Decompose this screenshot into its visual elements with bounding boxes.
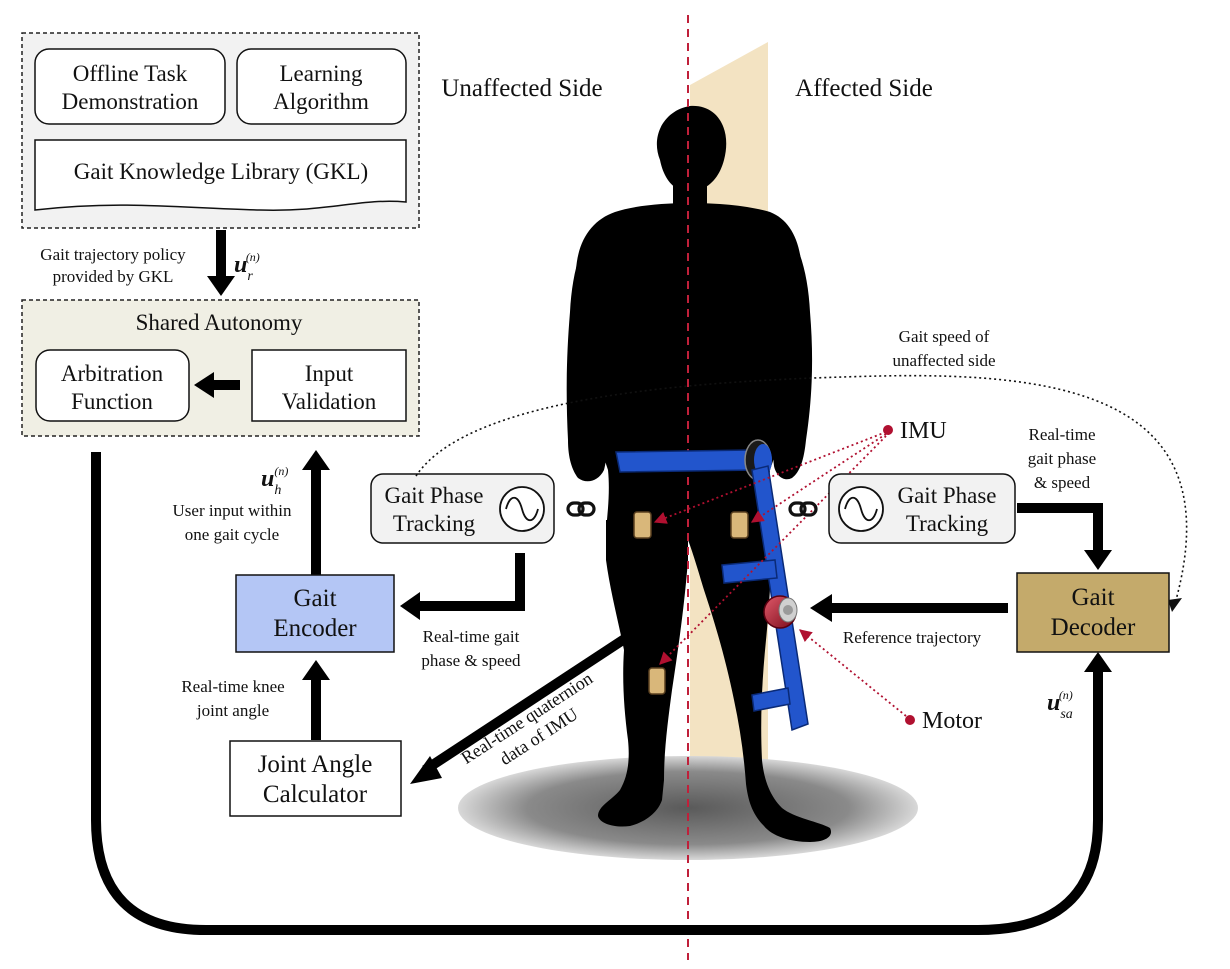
left-tracker-to-encoder-line: [420, 553, 525, 611]
speed-unaffected-line1: Gait speed of: [899, 327, 990, 346]
learning-algorithm-box: [236, 48, 407, 125]
knee-label-line2: joint angle: [196, 701, 269, 720]
imu-pointer-shank: [659, 435, 887, 665]
gait-decoder-box: [1016, 572, 1170, 653]
gkl-library-label: Gait Knowledge Library (GKL): [74, 159, 368, 184]
input-validation-line1: Input: [305, 361, 354, 386]
autonomy-to-decoder-head: [1084, 652, 1112, 672]
imu-pointer-left: [653, 431, 887, 524]
right-tracker-to-decoder-line: [1017, 503, 1103, 552]
right-link-icon: [788, 501, 818, 517]
policy-label-line1: Gait trajectory policy: [40, 245, 186, 264]
gait-decoder-line1: Gait: [1071, 584, 1114, 611]
imu-left-thigh: [633, 511, 652, 539]
gkl-library-box: [34, 139, 407, 211]
imu-right-thigh: [730, 511, 749, 539]
user-input-line2: one gait cycle: [185, 525, 279, 544]
right-phase-line3: & speed: [1034, 473, 1091, 492]
right-tracking-line2: Tracking: [906, 511, 989, 536]
quaternion-arrow-shaft: [422, 633, 629, 775]
gait-encoder-line2: Encoder: [273, 615, 357, 642]
uh-symbol: uh(n): [261, 464, 288, 498]
motor-label-dot: [905, 715, 915, 725]
speed-dotted-arc: [415, 374, 1188, 601]
offline-demo-line2: Demonstration: [62, 89, 199, 114]
left-tracking-line1: Gait Phase: [384, 483, 483, 508]
joint-angle-calc-line2: Calculator: [263, 781, 368, 808]
left-tracking-line2: Tracking: [393, 511, 476, 536]
left-phase-line1: Real-time gait: [423, 627, 520, 646]
left-oscillator-icon: [499, 486, 545, 532]
policy-symbol: ur(n): [234, 250, 260, 284]
arbitration-line2: Function: [71, 389, 153, 414]
autonomy-to-decoder-loop: [91, 452, 1103, 935]
speed-dotted-arrowhead: [1168, 598, 1182, 612]
offline-demo-box: [34, 48, 226, 125]
sa-symbol: usa(n): [1047, 688, 1073, 722]
calc-to-encoder-head: [302, 660, 330, 680]
right-tracking-line1: Gait Phase: [897, 483, 996, 508]
affected-side-title: Affected Side: [795, 75, 933, 102]
user-input-line1: User input within: [173, 501, 292, 520]
joint-angle-calculator-box: [229, 740, 402, 817]
right-oscillator-icon: [838, 486, 884, 532]
arbitration-box: [35, 349, 190, 422]
gait-encoder-line1: Gait: [293, 585, 336, 612]
policy-arrow-head: [207, 276, 235, 296]
imu-sensors: [633, 511, 749, 695]
imu-shank: [648, 667, 666, 695]
input-validation-line2: Validation: [282, 389, 377, 414]
gait-encoder-box: [235, 574, 395, 653]
arbitration-line1: Arbitration: [61, 361, 164, 386]
speed-unaffected-line2: unaffected side: [892, 351, 995, 370]
imu-label: IMU: [900, 418, 947, 444]
left-tracker-to-encoder-head: [400, 592, 420, 620]
motor-label: Motor: [922, 708, 982, 734]
knee-label-line1: Real-time knee: [181, 677, 284, 696]
left-phase-line2: phase & speed: [421, 651, 521, 670]
left-link-icon: [566, 501, 596, 517]
validation-to-arbitration-head: [194, 372, 214, 398]
decoder-to-motor-head: [810, 594, 832, 622]
input-validation-box: [251, 349, 407, 422]
gait-decoder-line2: Decoder: [1051, 614, 1136, 641]
encoder-to-autonomy-head: [302, 450, 330, 470]
right-phase-line2: gait phase: [1028, 449, 1096, 468]
knee-exoskeleton: [615, 439, 809, 732]
learning-algorithm-line2: Algorithm: [273, 89, 369, 114]
right-tracker-to-decoder-head: [1084, 550, 1112, 570]
reference-trajectory-label: Reference trajectory: [843, 628, 982, 647]
imu-pointer-right: [750, 433, 887, 523]
right-phase-line1: Real-time: [1028, 425, 1095, 444]
joint-angle-calc-line1: Joint Angle: [258, 751, 373, 778]
policy-label-line2: provided by GKL: [53, 267, 174, 286]
unaffected-side-title: Unaffected Side: [441, 75, 602, 102]
learning-algorithm-line1: Learning: [279, 61, 363, 86]
offline-demo-line1: Offline Task: [73, 61, 188, 86]
shared-autonomy-title: Shared Autonomy: [136, 310, 303, 335]
quaternion-arrow-head: [410, 756, 442, 784]
